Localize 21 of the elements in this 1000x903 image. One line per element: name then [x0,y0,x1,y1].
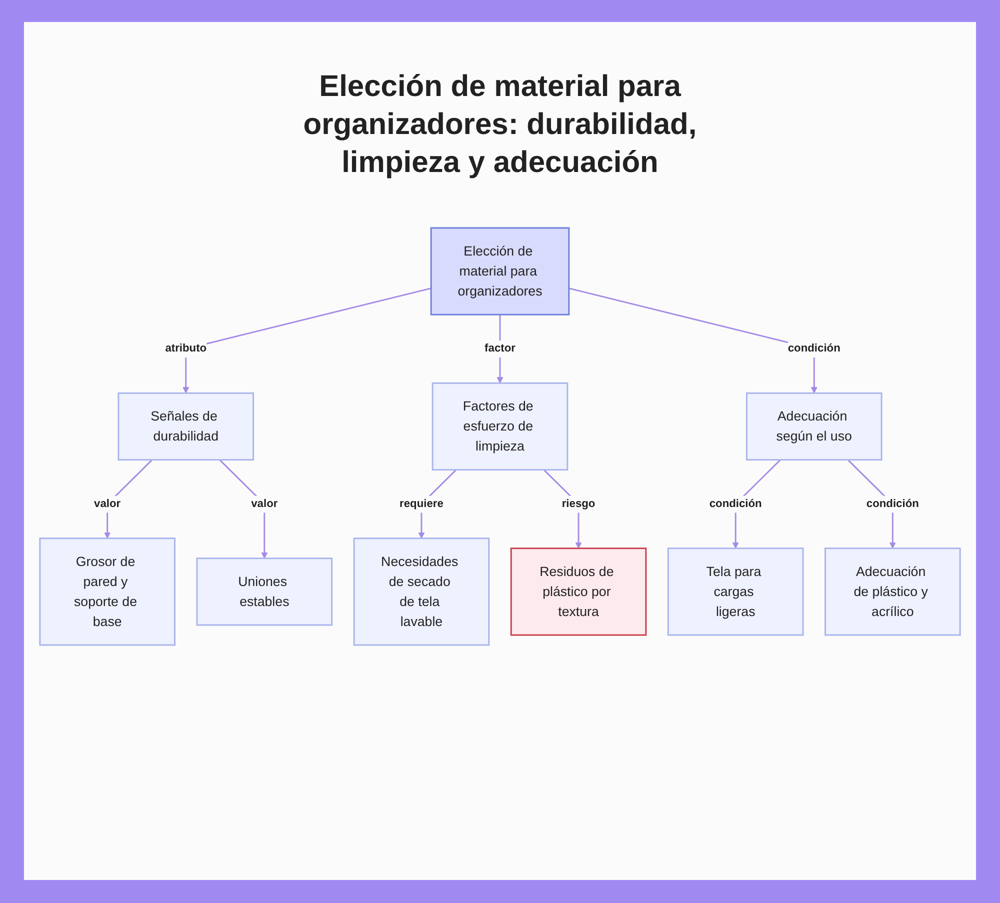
edge-label: condición [709,496,762,512]
edge-label: valor [251,496,278,512]
arrow [182,288,432,394]
edge-label: atributo [165,340,207,358]
edge-label: condición [866,496,919,512]
process-box: Adecuación de plástico y acrílico [824,548,961,636]
edge-label: condición [788,340,840,358]
diagram-title: Elección de material para organizadores: durabilidad, limpieza y adecuación [302,69,698,181]
edge-label: requiere [400,496,444,512]
process-box: Factores de esfuerzo de limpieza [432,382,568,471]
process-box: Necesidades de secado de tela lavable [353,538,490,646]
edge-label: riesgo [562,496,596,512]
process-box: Uniones estables [196,558,333,626]
process-box: Grosor de pared y soporte de base [39,538,176,646]
process-box: Señales de durabilidad [118,392,254,461]
edge-label: valor [94,496,121,512]
process-box: Adecuación según el uso [746,392,882,461]
process-box: Elección de material para organizadores [430,227,570,316]
edge-label: factor [484,340,516,358]
process-box: Residuos de plástico por textura [510,548,647,636]
process-box: Tela para cargas ligeras [667,548,804,636]
